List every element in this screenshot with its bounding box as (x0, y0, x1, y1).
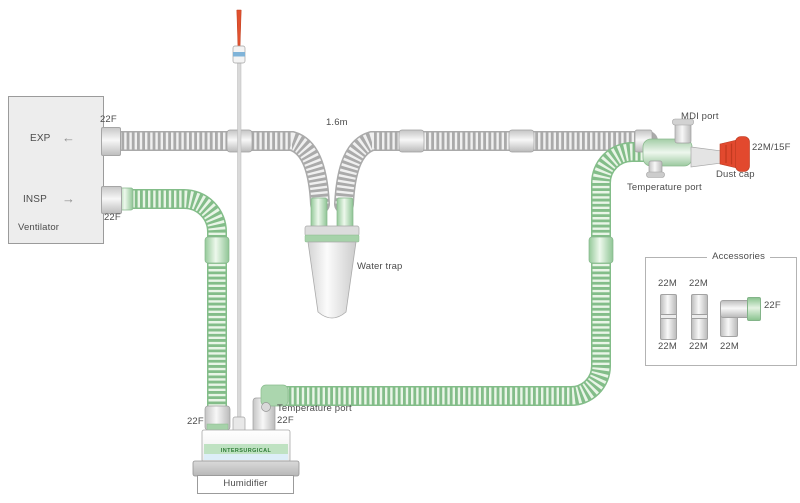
gray-cuff-3 (508, 129, 535, 153)
dust-cap-ridges (725, 143, 733, 165)
water-trap-lid (304, 225, 360, 237)
water-trap-inlet-stub (310, 197, 328, 229)
inspiratory-limb-to-patient (271, 142, 656, 406)
acc-conn1-top-size: 22M (658, 278, 677, 289)
humidifier-water-feed-line (232, 9, 246, 433)
humidifier-temperature-port (261, 402, 271, 412)
humidifier-heater-base (192, 460, 300, 477)
humidifier-unit: INTERSURGICAL (192, 384, 300, 477)
water-trap-outlet-stub (336, 197, 354, 229)
humidifier-inlet-size-label: 22F (187, 416, 204, 427)
exp-port (101, 127, 121, 156)
humidifier-water-level (204, 454, 288, 460)
water-bag-spike (236, 9, 242, 49)
accessories-panel: Accessories 22M 22M 22M 22M 22M 22F (645, 251, 797, 366)
humidifier-outlet-elbow (260, 384, 289, 407)
dust-cap-flange (735, 136, 750, 172)
exp-flow-arrow-icon: ← (62, 130, 75, 145)
feed-tube-line (237, 61, 242, 433)
water-trap-green-ring (304, 234, 360, 243)
water-trap (304, 197, 360, 319)
green-cuff-riser (588, 236, 614, 264)
insp-flow-arrow-icon: → (62, 191, 75, 206)
patient-connector-size-label: 22M/15F (752, 142, 791, 153)
wye-temperature-port-label: Temperature port (627, 182, 702, 193)
ventilator-title: Ventilator (18, 222, 60, 233)
spike-connector-band (233, 52, 245, 57)
accessories-title: Accessories (707, 251, 770, 263)
acc-conn1-bottom-size: 22M (658, 341, 677, 352)
insp-main-ribs (281, 143, 646, 405)
acc-elbow-bottom-size: 22M (720, 341, 739, 352)
acc-straight-connector-2 (691, 294, 708, 340)
insp-limb-base (112, 189, 227, 420)
insp-limb-ribs (122, 190, 226, 410)
water-trap-label: Water trap (357, 261, 403, 272)
tube-cuff-connectors (117, 129, 653, 264)
mdi-port-label: MDI port (681, 111, 719, 122)
inspiratory-limb-from-ventilator (112, 189, 227, 420)
acc-straight-connector-1 (660, 294, 677, 340)
insp-port (101, 186, 122, 214)
gray-cuff-2 (398, 129, 425, 153)
water-trap-bowl (307, 241, 357, 319)
dust-cap-label: Dust cap (716, 169, 755, 180)
dust-cap-body (719, 139, 738, 169)
insp-port-size-label: 22F (104, 212, 121, 223)
green-cuff-insp-limb (204, 236, 230, 264)
insp-label: INSP (23, 194, 47, 205)
tube-length-label: 1.6m (326, 117, 348, 128)
patient-wye-assembly (642, 118, 750, 178)
exp-limb-left-ribs (119, 132, 329, 205)
humidifier-title: Humidifier (223, 478, 268, 490)
acc-elbow-female-cuff (747, 297, 761, 321)
acc-conn2-bottom-size: 22M (689, 341, 708, 352)
humidifier-label-box: Humidifier (197, 475, 294, 494)
patient-connector-22m15f (690, 146, 723, 168)
wye-temperature-port-cap (646, 171, 665, 178)
acc-elbow-side-size: 22F (764, 300, 781, 311)
acc-conn2-top-size: 22M (689, 278, 708, 289)
humidifier-temperature-port-label: Temperature port (277, 403, 352, 414)
exp-label: EXP (30, 133, 51, 144)
humidifier-brand-text: INTERSURGICAL (221, 448, 272, 454)
exp-port-size-label: 22F (100, 114, 117, 125)
mdi-port-cap (672, 118, 694, 126)
humidifier-brand-band (204, 444, 288, 454)
humidifier-temperature-port-size-label: 22F (277, 415, 294, 426)
exp-limb-right-ribs (335, 132, 648, 205)
expiratory-limb-tube (109, 131, 658, 214)
ventilator-box: EXP ← INSP → Ventilator (8, 96, 104, 244)
